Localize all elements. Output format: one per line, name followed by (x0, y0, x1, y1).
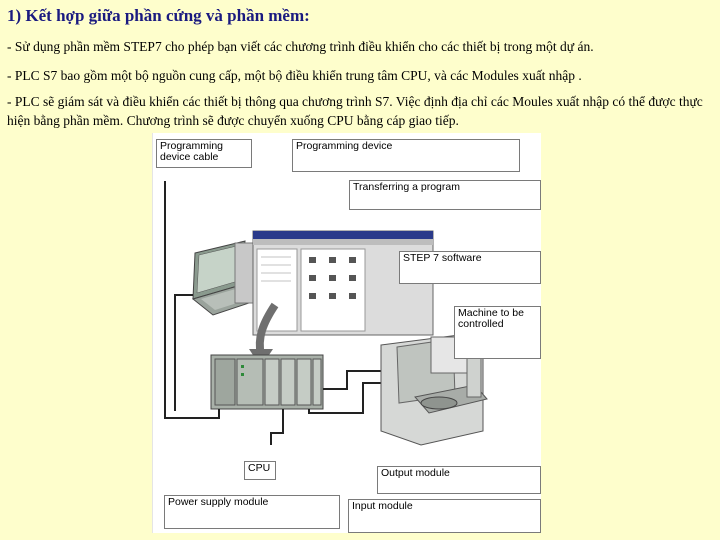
cables (164, 181, 403, 445)
machine-illustration (380, 334, 488, 446)
paragraph-plc-s7: - PLC S7 bao gồm một bộ nguồn cung cấp, … (7, 68, 582, 83)
laptop-illustration (191, 240, 263, 316)
label-step7-software: STEP 7 software (399, 251, 541, 284)
label-programming-cable: Programming device cable (156, 139, 252, 168)
label-machine: Machine to be controlled (454, 306, 541, 359)
label-output-module: Output module (377, 466, 541, 494)
monitor-window-illustration (234, 230, 434, 336)
slide-title: 1) Kết hợp giữa phần cứng và phần mềm: (7, 6, 310, 25)
diagram-illustration (164, 181, 488, 446)
label-power-supply-module: Power supply module (164, 495, 340, 529)
paragraph-plc-control: - PLC sẽ giám sát và điều khiển các thiế… (7, 94, 703, 128)
plc-rack-illustration (210, 354, 324, 410)
label-input-module: Input module (348, 499, 541, 533)
label-transferring-program: Transferring a program (349, 180, 541, 210)
plc-system-diagram: Programming device cable Programming dev… (152, 133, 541, 533)
label-cpu: CPU (244, 461, 276, 480)
paragraph-step7: - Sử dụng phần mềm STEP7 cho phép bạn vi… (7, 39, 594, 54)
label-programming-device: Programming device (292, 139, 520, 172)
